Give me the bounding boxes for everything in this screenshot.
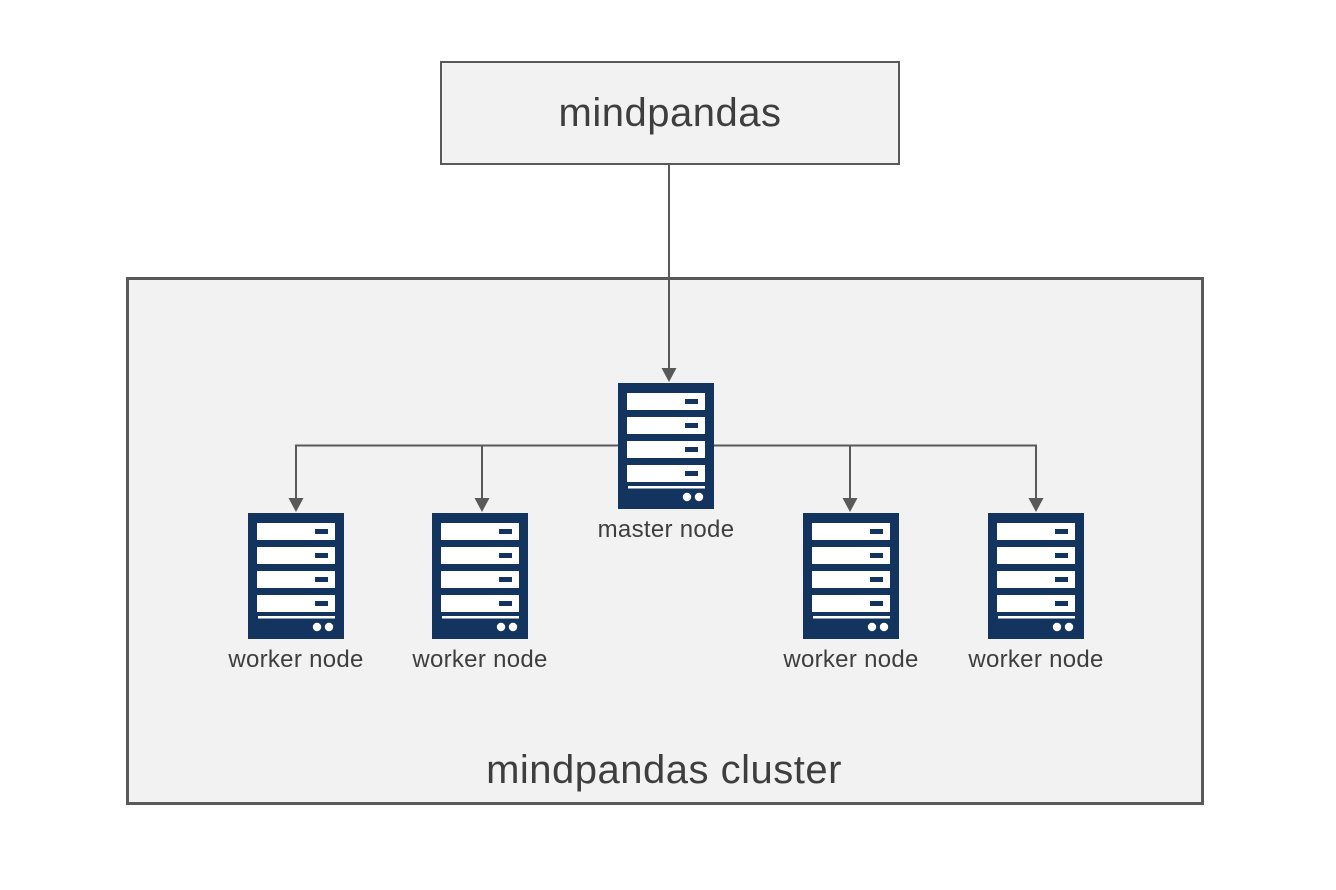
- worker-node-3: worker node: [771, 513, 931, 674]
- arrow-down-icon: [288, 368, 1044, 512]
- mindpandas-label: mindpandas: [558, 90, 782, 135]
- cluster-title: mindpandas cluster: [486, 748, 842, 792]
- worker-node-2: worker node: [400, 513, 560, 674]
- worker-node-label: worker node: [228, 646, 364, 673]
- worker-node-1: worker node: [216, 513, 376, 674]
- master-node: master node: [586, 383, 746, 544]
- server-icon: [432, 513, 528, 639]
- server-icon: [248, 513, 344, 639]
- mindpandas-box: mindpandas: [440, 61, 900, 165]
- server-icon: [803, 513, 899, 639]
- worker-node-label: worker node: [968, 646, 1104, 673]
- master-node-label: master node: [597, 516, 735, 543]
- server-icon: [618, 383, 714, 509]
- worker-node-label: worker node: [412, 646, 548, 673]
- worker-node-4: worker node: [956, 513, 1116, 674]
- worker-node-label: worker node: [783, 646, 919, 673]
- server-icon: [988, 513, 1084, 639]
